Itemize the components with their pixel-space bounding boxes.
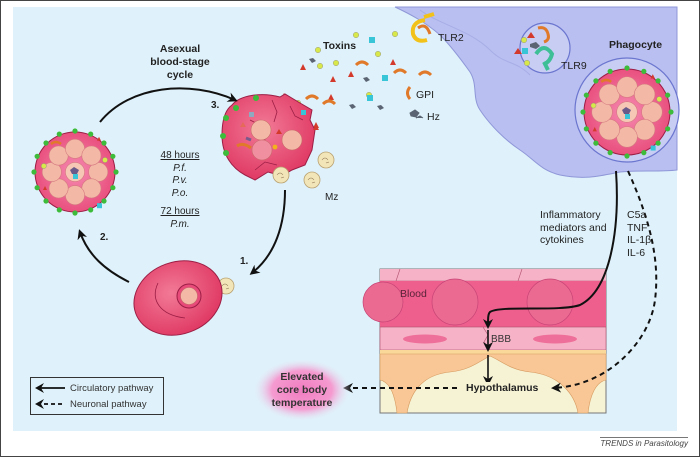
fever-glow — [252, 358, 352, 422]
legend-item-neuronal: Neuronal pathway — [35, 397, 147, 411]
cytokine-il6: IL-6 — [627, 246, 646, 259]
circulatory-pathway-arrow — [483, 170, 618, 329]
infected-rbc-ring-stage — [133, 260, 223, 336]
mature-schizont — [31, 128, 119, 216]
duration-48h: 48 hours — [160, 150, 200, 161]
dashed-arrow-icon — [35, 399, 65, 409]
species-pv: P.v. — [172, 175, 188, 186]
species-pf: P.f. — [173, 162, 187, 174]
legend: Circulatory pathway Neuronal pathway — [30, 377, 164, 415]
toxins-title: Toxins — [323, 40, 357, 52]
legend-item-circulatory: Circulatory pathway — [35, 381, 153, 395]
tlr9-receptor-icon — [534, 46, 555, 66]
cycle-arrow-step2 — [77, 229, 130, 283]
merozoite-label: Mz — [325, 192, 339, 203]
phagocytosed-schizont — [580, 65, 674, 159]
cytokine-list: C5a TNF IL-1β IL-6 — [627, 209, 651, 259]
solid-arrow-icon — [35, 383, 65, 393]
neuronal-pathway-arrow — [551, 170, 658, 393]
mediators-label: Inflammatory mediators and cytokines — [540, 209, 607, 246]
phagocyte-label: Phagocyte — [609, 39, 663, 51]
cycle-durations: 48 hours P.f. P.v. P.o. 72 hours P.m. — [150, 150, 210, 231]
tlr2-receptor-icon — [410, 18, 428, 43]
cytokine-tnf: TNF — [627, 221, 648, 234]
species-pm: P.m. — [170, 218, 190, 230]
cycle-arrow-step1 — [249, 189, 286, 275]
figure-credit: TRENDS in Parasitology — [600, 437, 688, 448]
step-2-label: 2. — [100, 232, 109, 243]
tlr2-label: TLR2 — [438, 32, 464, 44]
hypothalamus-label: Hypothalamus — [464, 382, 541, 395]
cytokine-c5a: C5a — [627, 209, 647, 221]
step-3-label: 3. — [211, 100, 220, 111]
cycle-arrow-step3 — [99, 87, 238, 123]
species-po: P.o. — [171, 187, 189, 199]
duration-72h: 72 hours — [160, 206, 200, 217]
tlr9-label: TLR9 — [561, 60, 587, 72]
step-1-label: 1. — [240, 256, 249, 267]
hz-label: Hz — [427, 111, 440, 123]
blood-label: Blood — [400, 288, 427, 300]
rupturing-schizont — [220, 93, 319, 181]
cycle-title: Asexual blood-stage cycle — [150, 43, 210, 81]
gpi-label: GPI — [416, 89, 435, 101]
cytokine-il1b: IL-1β — [627, 234, 652, 246]
merozoites — [217, 151, 335, 295]
elevated-temperature-label: Elevated core body temperature — [271, 370, 333, 409]
bbb-label: BBB — [491, 334, 512, 345]
tissue-section — [362, 268, 607, 414]
